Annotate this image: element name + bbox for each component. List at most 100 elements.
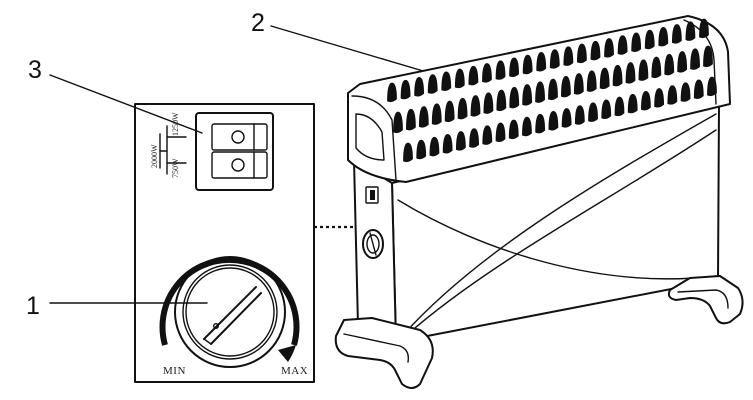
- grille-slot: [588, 102, 598, 122]
- heater-grille: [387, 18, 717, 163]
- grille-slot: [522, 84, 533, 106]
- grille-slot: [393, 111, 403, 134]
- grille-slot: [617, 35, 628, 55]
- grille-slot: [561, 108, 572, 128]
- callout-number-3: 3: [28, 56, 42, 84]
- side-knob-icon: [362, 229, 384, 259]
- side-switch-icon: [365, 186, 379, 204]
- grille-slot: [651, 56, 662, 79]
- grille-slot: [441, 71, 452, 91]
- grille-slot: [509, 57, 519, 78]
- heater-left-cap: [351, 95, 397, 181]
- grille-slot: [641, 90, 651, 111]
- grille-slot: [416, 139, 427, 160]
- grille-slot: [664, 53, 675, 76]
- grille-slot: [496, 89, 507, 112]
- grille-slot: [577, 43, 587, 64]
- grille-slot: [468, 65, 479, 86]
- grille-slot: [707, 76, 717, 97]
- grille-slot: [671, 24, 682, 44]
- callout-leader-2: [270, 25, 431, 74]
- convector-heater-icon: [334, 15, 744, 389]
- grille-slot: [699, 18, 709, 39]
- grille-slot: [406, 108, 416, 131]
- side-switch-fill: [370, 190, 375, 200]
- grille-slot: [654, 88, 665, 108]
- grille-slot: [586, 70, 597, 92]
- label-1250w: 1250W: [171, 112, 180, 136]
- grille-slot: [563, 46, 574, 66]
- grille-slot: [431, 103, 442, 125]
- grille-slot: [454, 68, 465, 89]
- grille-slot: [627, 93, 638, 114]
- grille-slot: [638, 59, 649, 81]
- grille-slot: [658, 26, 669, 47]
- grille-slot: [470, 95, 481, 117]
- grille-slot: [604, 38, 614, 58]
- grille-slot: [625, 62, 636, 84]
- grille-slot: [680, 82, 691, 102]
- grille-slot: [590, 40, 601, 61]
- grille-slot: [573, 73, 584, 95]
- grille-slot: [522, 54, 533, 75]
- grille-slot: [667, 85, 678, 105]
- grille-slot: [644, 29, 655, 50]
- heater-foot-left-detail: [343, 333, 410, 363]
- grille-slot: [548, 111, 559, 131]
- grille-slot: [427, 74, 438, 94]
- grille-slot: [612, 64, 623, 87]
- grille-slot: [495, 60, 506, 80]
- grille-slot: [508, 119, 519, 140]
- grille-slot: [495, 122, 506, 142]
- grille-slot: [535, 81, 545, 103]
- callout-number-1: 1: [26, 292, 40, 320]
- grille-slot: [535, 113, 546, 134]
- grille-slot: [418, 106, 429, 128]
- heater-left-cap-inner: [355, 113, 385, 161]
- grille-slot: [631, 32, 642, 52]
- knob-icon: [159, 256, 300, 368]
- grille-slot: [561, 75, 571, 98]
- callout-leader-3: [49, 74, 203, 134]
- grille-slot: [677, 51, 688, 73]
- grille-slot: [444, 100, 455, 123]
- grille-slot: [387, 82, 397, 103]
- grille-slot: [693, 79, 704, 99]
- grille-slot: [509, 86, 520, 109]
- grille-slot: [457, 97, 468, 120]
- grille-slot: [455, 131, 466, 151]
- grille-slot: [414, 77, 425, 97]
- grille-slot: [685, 21, 696, 41]
- dial-min-label: MIN: [163, 365, 186, 377]
- grille-slot: [601, 99, 612, 120]
- grille-slot: [482, 125, 493, 145]
- wattage-bracket: [159, 125, 187, 175]
- grille-slot: [403, 142, 413, 163]
- label-750w: 750W: [171, 158, 180, 178]
- control-panel-detail: 2000W 1250W 750W MIN MAX: [134, 103, 358, 383]
- grille-slot: [614, 96, 625, 117]
- dial-max-label: MAX: [281, 365, 308, 377]
- heater-foot-right: [667, 275, 744, 325]
- grille-slot: [483, 92, 494, 114]
- grille-slot: [522, 116, 532, 137]
- front-panel-curves: [397, 113, 717, 335]
- grille-slot: [536, 51, 547, 72]
- grille-slot: [599, 67, 610, 90]
- heater-foot-right-detail: [677, 289, 729, 309]
- label-2000w: 2000W: [150, 144, 159, 168]
- grille-slot: [429, 136, 440, 157]
- grille-slot: [482, 63, 492, 83]
- grille-slot: [703, 45, 713, 68]
- grille-slot: [400, 79, 411, 100]
- grille-slot: [549, 49, 560, 69]
- grille-slot: [469, 128, 479, 148]
- grille-slot: [548, 78, 558, 101]
- rocker-switch-icon: [195, 112, 274, 191]
- grille-slot: [690, 48, 700, 70]
- heater-foot-left: [334, 317, 434, 389]
- callout-number-2: 2: [251, 9, 265, 37]
- grille-slot: [442, 133, 453, 154]
- grille-slot: [574, 105, 585, 125]
